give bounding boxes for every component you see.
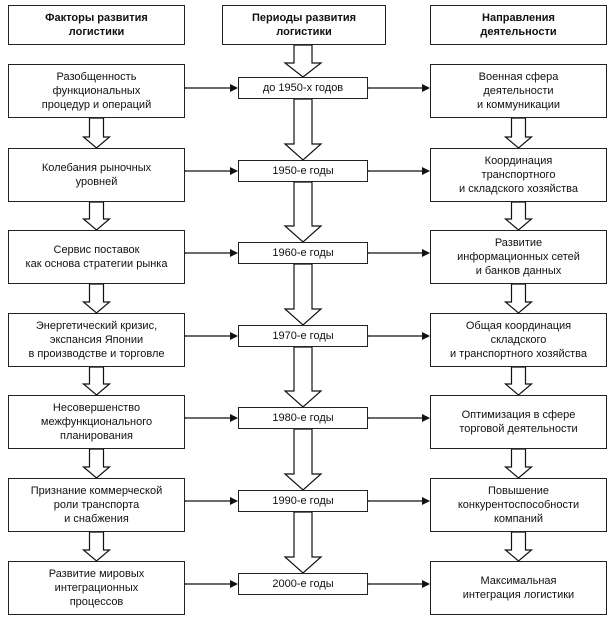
down-arrow-directions [503, 201, 534, 231]
period-box: 1970-е годы [238, 325, 368, 347]
down-arrow-directions [503, 283, 534, 314]
factor-box: Разобщенность функциональных процедур и … [8, 64, 185, 118]
down-arrow-periods [283, 98, 323, 161]
down-arrow-factors [81, 366, 112, 396]
down-arrow-directions [503, 117, 534, 149]
down-arrow-factors [81, 283, 112, 314]
down-arrow-factors [81, 201, 112, 231]
period-box: 2000-е годы [238, 573, 368, 595]
factor-box: Развитие мировых интеграционных процессо… [8, 561, 185, 615]
down-arrow-factors [81, 117, 112, 149]
down-arrow-factors [81, 531, 112, 562]
down-arrow-periods [283, 263, 323, 326]
down-arrow-periods [283, 511, 323, 574]
down-arrow-periods [283, 346, 323, 408]
period-box: 1990-е годы [238, 490, 368, 512]
direction-box: Военная сфера деятельности и коммуникаци… [430, 64, 607, 118]
factor-box: Несовершенство межфункционального планир… [8, 395, 185, 449]
period-box: до 1950-х годов [238, 77, 368, 99]
header-periods: Периоды развития логистики [222, 5, 386, 45]
direction-box: Повышение конкурентоспособности компаний [430, 478, 607, 532]
down-arrow-directions [503, 448, 534, 479]
period-box: 1950-е годы [238, 160, 368, 182]
factor-box: Энергетический кризис, экспансия Японии … [8, 313, 185, 367]
down-arrow-periods [283, 181, 323, 243]
factor-box: Колебания рыночных уровней [8, 148, 185, 202]
direction-box: Координация транспортного и складского х… [430, 148, 607, 202]
period-box: 1960-е годы [238, 242, 368, 264]
header-directions: Направления деятельности [430, 5, 607, 45]
down-arrow-directions [503, 531, 534, 562]
factor-box: Признание коммерческой роли транспорта и… [8, 478, 185, 532]
down-arrow-periods [283, 428, 323, 491]
down-arrow-factors [81, 448, 112, 479]
factor-box: Сервис поставок как основа стратегии рын… [8, 230, 185, 284]
direction-box: Общая координация складского и транспорт… [430, 313, 607, 367]
direction-box: Развитие информационных сетей и банков д… [430, 230, 607, 284]
header-factors: Факторы развития логистики [8, 5, 185, 45]
direction-box: Оптимизация в сфере торговой деятельност… [430, 395, 607, 449]
period-box: 1980-е годы [238, 407, 368, 429]
down-arrow-directions [503, 366, 534, 396]
down-arrow-periods [283, 44, 323, 78]
direction-box: Максимальная интеграция логистики [430, 561, 607, 615]
